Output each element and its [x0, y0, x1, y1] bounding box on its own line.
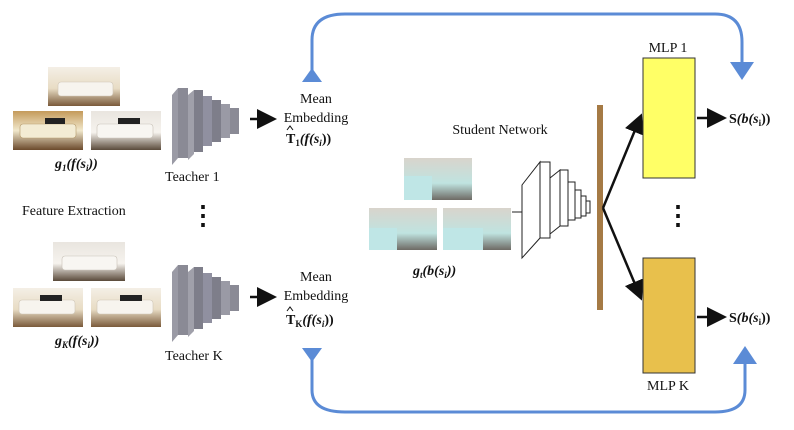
- student-network-label: Student Network: [452, 123, 547, 138]
- feature-extraction-label: Feature Extraction: [22, 204, 126, 219]
- teacher-ellipsis: ⋮: [190, 201, 216, 230]
- group-1-label: g1(f(si)): [54, 157, 98, 173]
- teacher-k-network: [172, 265, 239, 342]
- mean-embedding-k-formula: TK(f(si)): [286, 313, 334, 329]
- feedback-arrow-top-tail-left: [302, 68, 322, 82]
- mlp-k-block: [642, 257, 696, 374]
- mean-embedding-k-line1: Mean: [300, 270, 332, 285]
- group-k-label: gK(f(si)): [54, 334, 99, 350]
- feedback-arrow-top-head-right: [730, 62, 754, 80]
- mlp-ellipsis: ⋮: [665, 201, 691, 230]
- input-images-group-1: [13, 67, 161, 150]
- output-k-label: S(b(si)): [729, 311, 771, 327]
- mean-embedding-1-line2: Embedding: [284, 111, 349, 126]
- student-input-label: gt(b(si)): [412, 264, 456, 280]
- feedback-arrow-bottom-head-right: [733, 346, 757, 364]
- student-network: [512, 160, 591, 260]
- concat-bar: [597, 105, 603, 310]
- mean-embedding-k-line2: Embedding: [284, 289, 349, 304]
- output-1-label: S(b(si)): [729, 112, 771, 128]
- hat-1: [286, 125, 294, 131]
- teacher-1-network: [172, 88, 239, 165]
- student-input-images: [369, 158, 511, 250]
- arrow-to-mlp-1: [601, 113, 644, 209]
- input-images-group-k: [13, 242, 161, 327]
- mlp-1-label: MLP 1: [649, 41, 688, 56]
- feedback-arrow-top: [310, 12, 744, 72]
- feedback-arrow-bottom-tail-left: [302, 348, 322, 362]
- feedback-arrow-bottom: [310, 356, 747, 414]
- arrow-to-mlp-k: [601, 207, 644, 301]
- mlp-1-block: [642, 57, 696, 179]
- hat-k: [286, 306, 294, 312]
- mean-embedding-1-formula: T1(f(si)): [286, 132, 331, 148]
- teacher-k-label: Teacher K: [165, 349, 223, 364]
- teacher-1-label: Teacher 1: [165, 170, 220, 185]
- mlp-k-label: MLP K: [647, 379, 689, 394]
- mean-embedding-1-line1: Mean: [300, 92, 332, 107]
